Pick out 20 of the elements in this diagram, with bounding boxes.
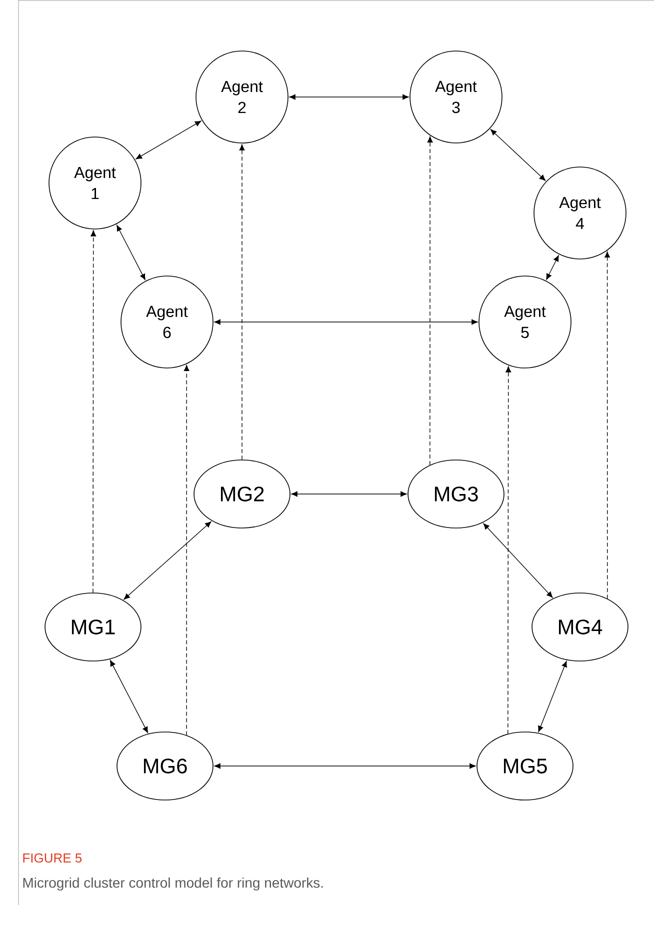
arrow: [214, 763, 476, 769]
figure-label: FIGURE 5: [23, 853, 82, 863]
arrow: [291, 491, 407, 497]
arrow: [214, 319, 478, 325]
arrow: [289, 94, 409, 100]
arrow: [546, 255, 559, 280]
caption: Microgrid cluster control model for ring networks.: [23, 877, 323, 891]
arrow: [604, 251, 610, 599]
arrow: [116, 224, 146, 280]
arrow: [490, 129, 546, 181]
arrow: [483, 523, 553, 598]
arrow: [538, 660, 567, 732]
arrow: [136, 120, 202, 160]
arrow: [90, 230, 96, 593]
arrow: [184, 364, 190, 736]
arrow: [110, 660, 148, 733]
arrow: [124, 521, 212, 600]
arrow: [427, 136, 433, 466]
arrow: [239, 144, 245, 460]
arrow: [506, 366, 512, 734]
